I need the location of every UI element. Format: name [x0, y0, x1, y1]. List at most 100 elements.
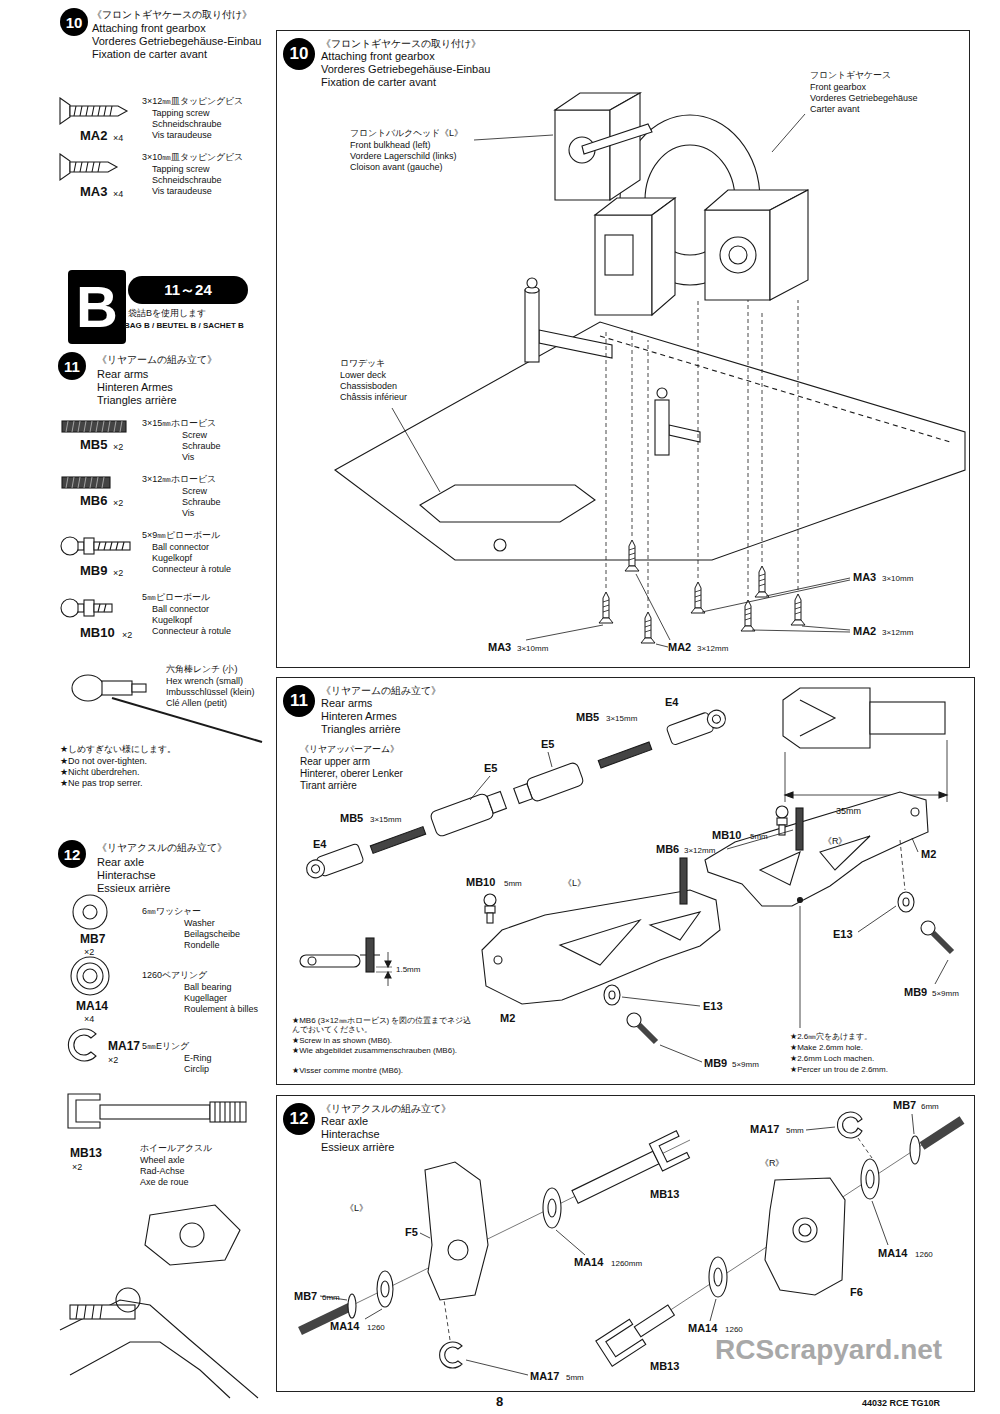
assembly-illustration — [60, 93, 965, 1398]
dimension: 3×10mm — [882, 574, 913, 583]
part-description: Wheel axle — [140, 1155, 185, 1165]
rear-axle-right — [793, 1218, 817, 1242]
rear-arm-right — [776, 806, 788, 818]
note: ★Percer un trou de 2.6mm. — [790, 1065, 888, 1074]
part-description: ×2 — [84, 947, 94, 957]
step-number: 11 — [64, 358, 80, 375]
panel-title-block: 《リヤアクスルの組み立て》Rear axleHinterachseEssieux… — [321, 1103, 451, 1155]
upper-arm-parts — [598, 742, 651, 768]
note: ★2.6㎜穴をあけます。 — [790, 1032, 872, 1041]
rear-arm-right — [900, 840, 905, 890]
part-code: MB10 — [466, 876, 495, 889]
step-heading: Triangles arrière — [97, 394, 177, 407]
part-code: E4 — [665, 696, 678, 709]
rear-arm-left — [680, 858, 687, 904]
step-panel: 《リヤアクスルの組み立て》Rear axleHinterachseEssieux… — [276, 1095, 975, 1392]
rear-arm-right — [933, 933, 952, 952]
rear-axle-left — [444, 1300, 450, 1340]
part-code: MA17 — [750, 1123, 779, 1136]
note: ★しめすぎない様にします。 — [60, 744, 176, 754]
leader-line — [636, 574, 670, 640]
leader-line — [806, 1127, 835, 1130]
gauge-illustration — [783, 688, 870, 748]
rear-arm-right — [911, 808, 919, 816]
tapping-screw-icon — [60, 154, 70, 180]
part-description: Lower deck — [340, 370, 386, 380]
tapping-screw-icon — [74, 162, 100, 172]
leader-line — [470, 752, 948, 1062]
part-code: MB7 — [893, 1099, 916, 1112]
part-description: 《L》 — [345, 1203, 368, 1213]
rear-axle-right — [596, 1112, 962, 1366]
part-description: Ball connector — [152, 604, 209, 614]
step-heading: 《フロントギヤケースの取り付け》 — [321, 38, 490, 50]
rear-axle-right — [596, 1297, 679, 1366]
part-description: Washer — [184, 918, 215, 928]
hex-wrench-icon — [72, 675, 104, 701]
leader-line — [935, 960, 948, 984]
part-code: MA14 — [878, 1247, 907, 1260]
part-description: Schneidschraube — [152, 119, 222, 129]
part-description: Roulement à billes — [184, 1004, 258, 1014]
leader-line — [766, 578, 850, 596]
part-description: ×2 — [72, 1162, 82, 1172]
part-description: Rear upper arm — [300, 756, 370, 768]
part-code: E5 — [484, 762, 497, 775]
part-description: Connecteur à rotule — [152, 564, 231, 574]
ball-connector-icon — [61, 537, 130, 617]
assembly-axis — [318, 1140, 690, 1322]
tapping-screw — [691, 582, 705, 613]
bearing-icon — [77, 963, 103, 989]
part-description: ホイールアクスル — [140, 1143, 212, 1153]
pliers-illustration — [70, 1342, 230, 1398]
gear-case — [770, 190, 808, 300]
rear-arm-left — [494, 956, 502, 964]
lower-deck — [335, 322, 965, 560]
rear-axle-right — [858, 1138, 872, 1158]
step-number-badge: 12 — [58, 840, 86, 868]
part-description: Screw — [182, 486, 207, 496]
gear-case — [582, 124, 652, 154]
step-heading: Hinterachse — [321, 1128, 451, 1141]
part-description: Cloison avant (gauche) — [350, 162, 443, 172]
step-number-badge: 10 — [283, 38, 315, 70]
rear-axle-left — [440, 1342, 462, 1368]
step-heading: Vorderes Getriebegehäuse-Einbau — [92, 35, 261, 48]
upper-arm-parts — [711, 714, 721, 724]
rear-axle-left — [548, 1199, 556, 1217]
part-description: 5×9㎜ピローボール — [142, 530, 220, 540]
step-heading: Essieux arrière — [97, 882, 170, 895]
part-description: Vis taraudeuse — [152, 186, 212, 196]
upper-arm-parts — [310, 864, 320, 874]
wheel-axle-icon — [100, 1105, 210, 1119]
part-description: Kugelkopf — [152, 553, 192, 563]
ball-connector-icon — [84, 538, 94, 554]
leader-line — [800, 906, 801, 1028]
rear-axle-left — [448, 1240, 468, 1260]
dimension: 6mm — [322, 1293, 340, 1302]
leader-line — [912, 1114, 914, 1134]
step-heading: Hinterachse — [97, 869, 156, 882]
pliers-illustration — [60, 1205, 258, 1398]
leader-line — [474, 135, 553, 140]
screw-depth-detail — [388, 952, 389, 986]
gear-case — [729, 246, 747, 264]
rear-axle-left — [568, 1131, 689, 1211]
screw-depth-detail — [300, 938, 392, 986]
part-description: フロントギヤケース — [810, 70, 891, 80]
note: ★Make 2.6mm hole. — [790, 1043, 863, 1052]
dimension: 5mm — [750, 832, 768, 841]
part-code: MB13 — [70, 1147, 102, 1161]
step-heading: 《フロントギヤケースの取り付け》 — [92, 9, 252, 21]
rear-arm-left — [484, 894, 496, 906]
gear-case — [610, 93, 640, 200]
note: ★Do not over-tighten. — [60, 756, 147, 766]
part-code: MB7 — [294, 1290, 317, 1303]
rear-arm-right — [798, 898, 803, 903]
tapping-screw — [791, 594, 805, 625]
step-heading: Rear arms — [97, 368, 148, 381]
upper-arm-parts — [514, 784, 533, 804]
part-code: BAG B / BEUTEL B / SACHET B — [124, 321, 244, 330]
leader-line — [752, 630, 850, 632]
part-description: 1260ベアリング — [142, 970, 207, 980]
